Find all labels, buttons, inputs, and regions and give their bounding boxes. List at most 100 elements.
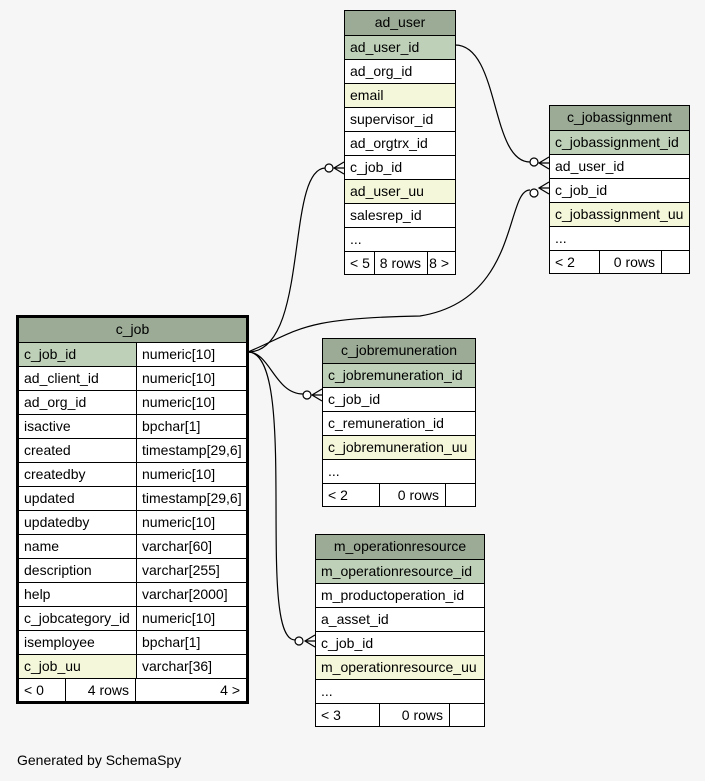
column-row[interactable]: ad_user_id — [550, 154, 689, 178]
ad-user-table-title[interactable]: ad_user — [345, 11, 455, 35]
column-row[interactable]: ... — [345, 227, 455, 251]
column-name: ... — [555, 230, 567, 246]
column-name: updatedby — [24, 514, 90, 530]
column-name: c_jobremuneration_id — [328, 367, 463, 383]
jobassignment-c-job-id-optional-marker — [529, 188, 539, 198]
m-operationresource-table-footer: < 3 0 rows — [316, 703, 484, 727]
column-name: c_jobcategory_id — [24, 610, 130, 626]
c-jobremuneration-table-title[interactable]: c_jobremuneration — [323, 339, 475, 363]
column-row[interactable]: ad_user_id — [345, 35, 455, 59]
column-row[interactable]: salesrep_id — [345, 203, 455, 227]
column-row[interactable]: m_operationresource_id — [316, 559, 484, 583]
column-name: c_job_id — [328, 391, 381, 407]
children-count[interactable]: 8 > — [427, 252, 455, 275]
column-name: supervisor_id — [350, 111, 434, 127]
relation-ad-user-to-jobassignment — [454, 44, 531, 163]
column-name: email — [350, 87, 384, 103]
c-jobremuneration-table[interactable]: c_jobremuneration c_jobremuneration_id c_j… — [322, 338, 476, 507]
row-count: 0 rows — [599, 251, 661, 274]
parents-count[interactable]: < 5 — [350, 255, 370, 271]
column-row[interactable]: c_remuneration_id — [323, 411, 475, 435]
parents-count[interactable]: < 2 — [555, 254, 575, 270]
column-row[interactable]: a_asset_id — [316, 607, 484, 631]
column-row[interactable]: m_productoperation_id — [316, 583, 484, 607]
parents-count[interactable]: < 2 — [328, 487, 348, 503]
column-row[interactable]: m_operationresource_uu — [316, 655, 484, 679]
jobremuneration-c-job-id-crowfoot — [310, 388, 323, 402]
column-name: a_asset_id — [321, 611, 389, 627]
children-count[interactable] — [445, 484, 475, 507]
column-name: help — [24, 586, 51, 602]
relation-job-to-operationresource — [247, 351, 296, 641]
column-name: c_job_id — [19, 343, 136, 366]
column-type: numeric[10] — [136, 391, 246, 414]
column-row[interactable]: c_jobremuneration_id — [323, 363, 475, 387]
column-row[interactable]: c_job_id — [316, 631, 484, 655]
column-name: ad_user_uu — [350, 183, 424, 199]
column-row[interactable]: ... — [323, 459, 475, 483]
column-type: varchar[36] — [136, 655, 246, 678]
column-name: c_job_uu — [19, 655, 136, 678]
operationresource-c-job-id-crowfoot — [303, 634, 316, 648]
column-name: c_remuneration_id — [328, 415, 444, 431]
column-name: m_productoperation_id — [321, 587, 465, 603]
column-name: ad_org_id — [350, 63, 413, 79]
column-row[interactable]: c_job_id — [550, 178, 689, 202]
column-row[interactable]: ad_orgtrx_id — [345, 131, 455, 155]
c-jobassignment-table-footer: < 2 0 rows — [550, 250, 689, 274]
children-count[interactable] — [661, 251, 689, 274]
column-name: c_jobassignment_uu — [555, 206, 684, 222]
m-operationresource-table-title[interactable]: m_operationresource — [316, 535, 484, 559]
parents-count[interactable]: < 3 — [321, 707, 341, 723]
column-row[interactable]: email — [345, 83, 455, 107]
row-count: 0 rows — [379, 484, 445, 507]
column-name: ad_client_id — [24, 370, 99, 386]
jobassignment-ad-user-id-optional-marker — [529, 157, 539, 167]
column-row[interactable]: c_jobremuneration_uu — [323, 435, 475, 459]
column-row[interactable]: ... — [550, 226, 689, 250]
row-count: 0 rows — [379, 704, 449, 727]
column-row[interactable]: c_jobassignment_uu — [550, 202, 689, 226]
column-name: m_operationresource_uu — [321, 659, 477, 675]
c-jobassignment-table-title[interactable]: c_jobassignment — [550, 106, 689, 130]
children-count[interactable]: 4 > — [135, 679, 246, 702]
generated-by-footer: Generated by SchemaSpy — [17, 752, 182, 768]
parents-count[interactable]: < 0 — [24, 682, 44, 698]
column-row[interactable]: c_job_id — [345, 155, 455, 179]
column-row[interactable]: ad_org_id — [345, 59, 455, 83]
column-row[interactable]: help varchar[2000] — [19, 582, 246, 606]
column-type: numeric[10] — [136, 463, 246, 486]
c-job-table-title[interactable]: c_job — [19, 318, 246, 342]
column-row[interactable]: supervisor_id — [345, 107, 455, 131]
column-row[interactable]: c_jobassignment_id — [550, 130, 689, 154]
column-name: isemployee — [24, 634, 95, 650]
column-name: isactive — [24, 418, 71, 434]
column-name: created — [24, 442, 71, 458]
column-row[interactable]: ... — [316, 679, 484, 703]
column-type: bpchar[1] — [136, 415, 246, 438]
column-name: c_job_id — [555, 182, 608, 198]
column-row[interactable]: isactive bpchar[1] — [19, 414, 246, 438]
column-type: varchar[2000] — [136, 583, 246, 606]
column-row[interactable]: ad_user_uu — [345, 179, 455, 203]
children-count[interactable] — [449, 704, 484, 727]
column-row[interactable]: c_job_id — [323, 387, 475, 411]
